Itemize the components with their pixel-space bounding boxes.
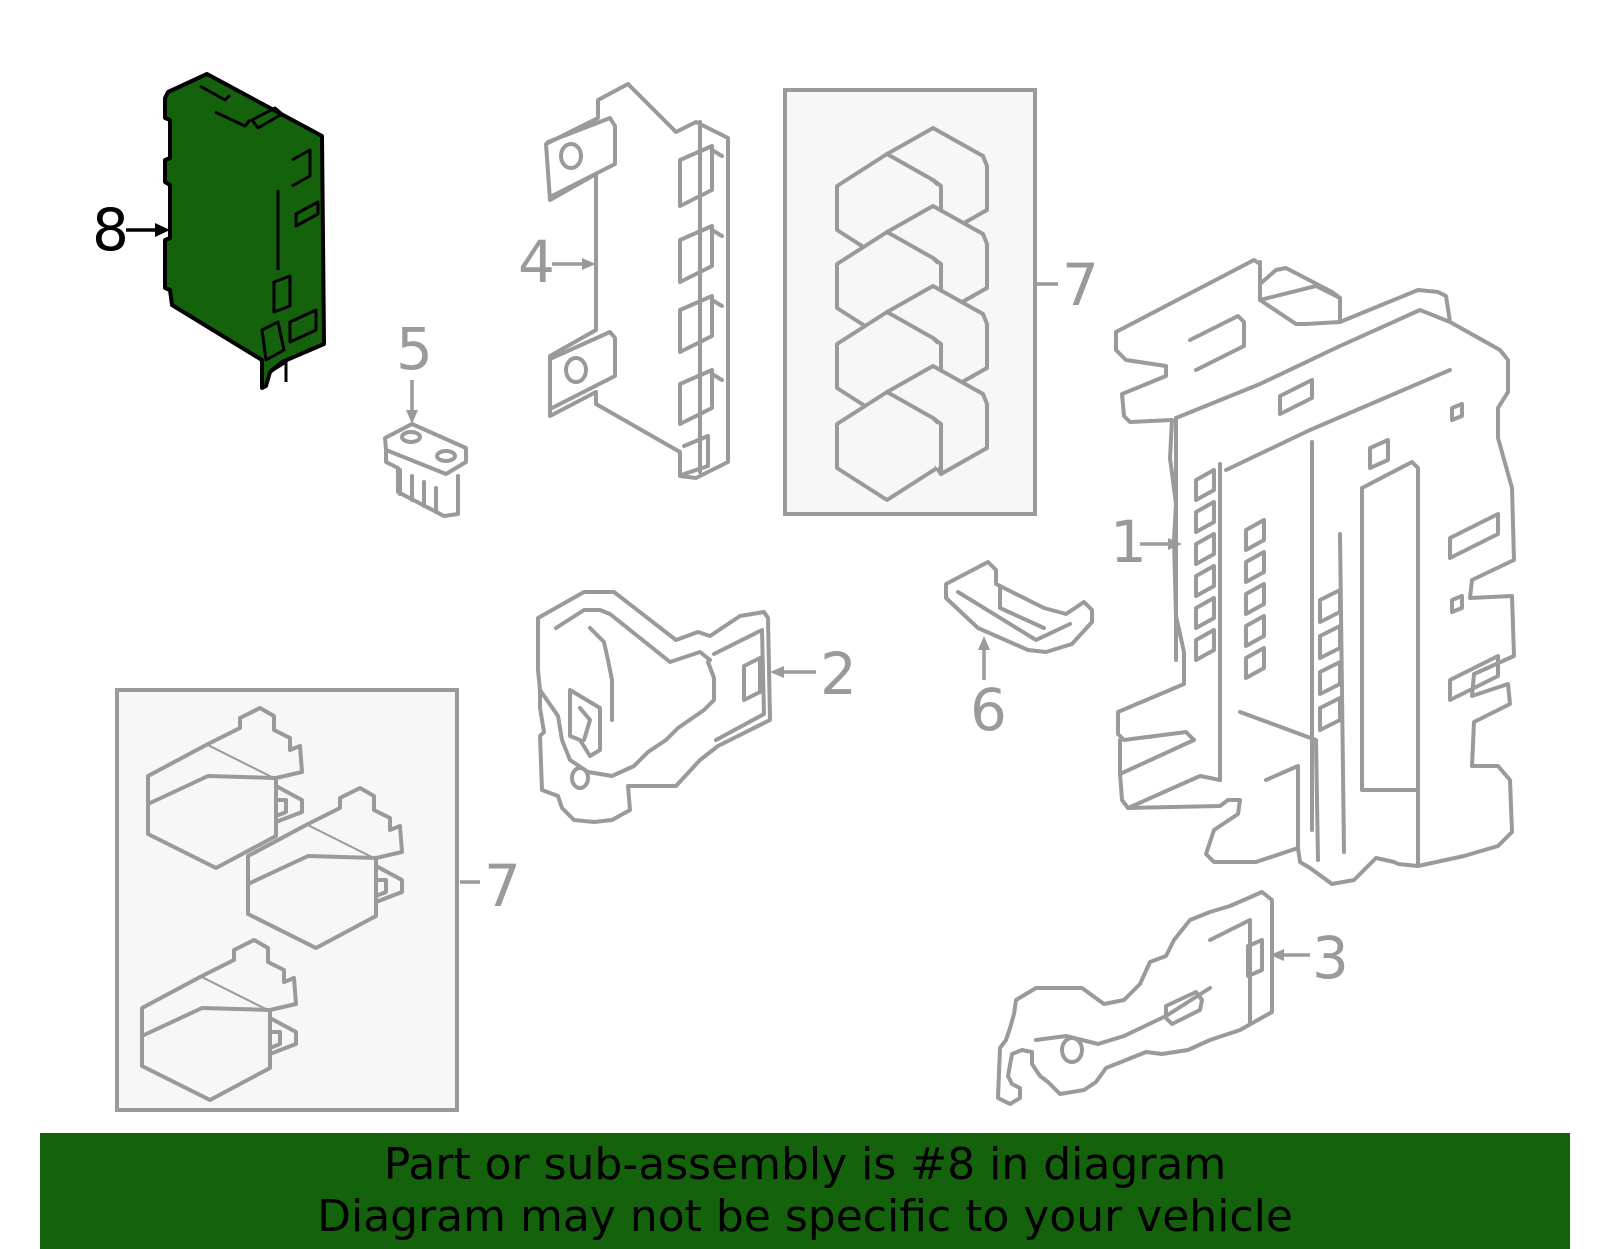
- callout-7-upper-label: 7: [1062, 251, 1099, 319]
- part-5-fuse-clip: [383, 422, 468, 518]
- callout-7-upper: 7: [1037, 251, 1099, 319]
- callout-5-label: 5: [396, 315, 433, 383]
- part-7-relay-set-upper: [783, 88, 1037, 516]
- callout-4-label: 4: [518, 228, 555, 296]
- part-2-bracket: [536, 590, 772, 824]
- callout-1-label: 1: [1110, 508, 1147, 576]
- part-4-bracket: [544, 82, 730, 480]
- callout-8: 8: [92, 196, 170, 264]
- callout-2: 2: [770, 640, 857, 708]
- part-1-junction-block: [1114, 258, 1516, 886]
- callout-8-label: 8: [92, 196, 129, 264]
- part-6-clip: [944, 560, 1094, 654]
- callout-6-label: 6: [970, 676, 1007, 744]
- callout-3: 3: [1270, 924, 1349, 992]
- callout-5: 5: [396, 315, 433, 424]
- callout-6: 6: [970, 636, 1007, 744]
- callout-3-label: 3: [1312, 924, 1349, 992]
- part-3-bracket: [996, 890, 1274, 1106]
- callout-7-lower-label: 7: [484, 852, 521, 920]
- callout-7-lower: 7: [460, 852, 521, 920]
- banner-line-part-info: Part or sub-assembly is #8 in diagram: [383, 1139, 1227, 1190]
- callout-4: 4: [518, 228, 596, 296]
- callout-1: 1: [1110, 508, 1182, 576]
- banner-line-disclaimer: Diagram may not be specific to your vehi…: [317, 1191, 1293, 1242]
- part-7-relay-set-lower: [115, 688, 459, 1112]
- part-8-control-module: [163, 72, 326, 390]
- info-banner: Part or sub-assembly is #8 in diagram Di…: [40, 1133, 1570, 1249]
- callout-2-label: 2: [820, 640, 857, 708]
